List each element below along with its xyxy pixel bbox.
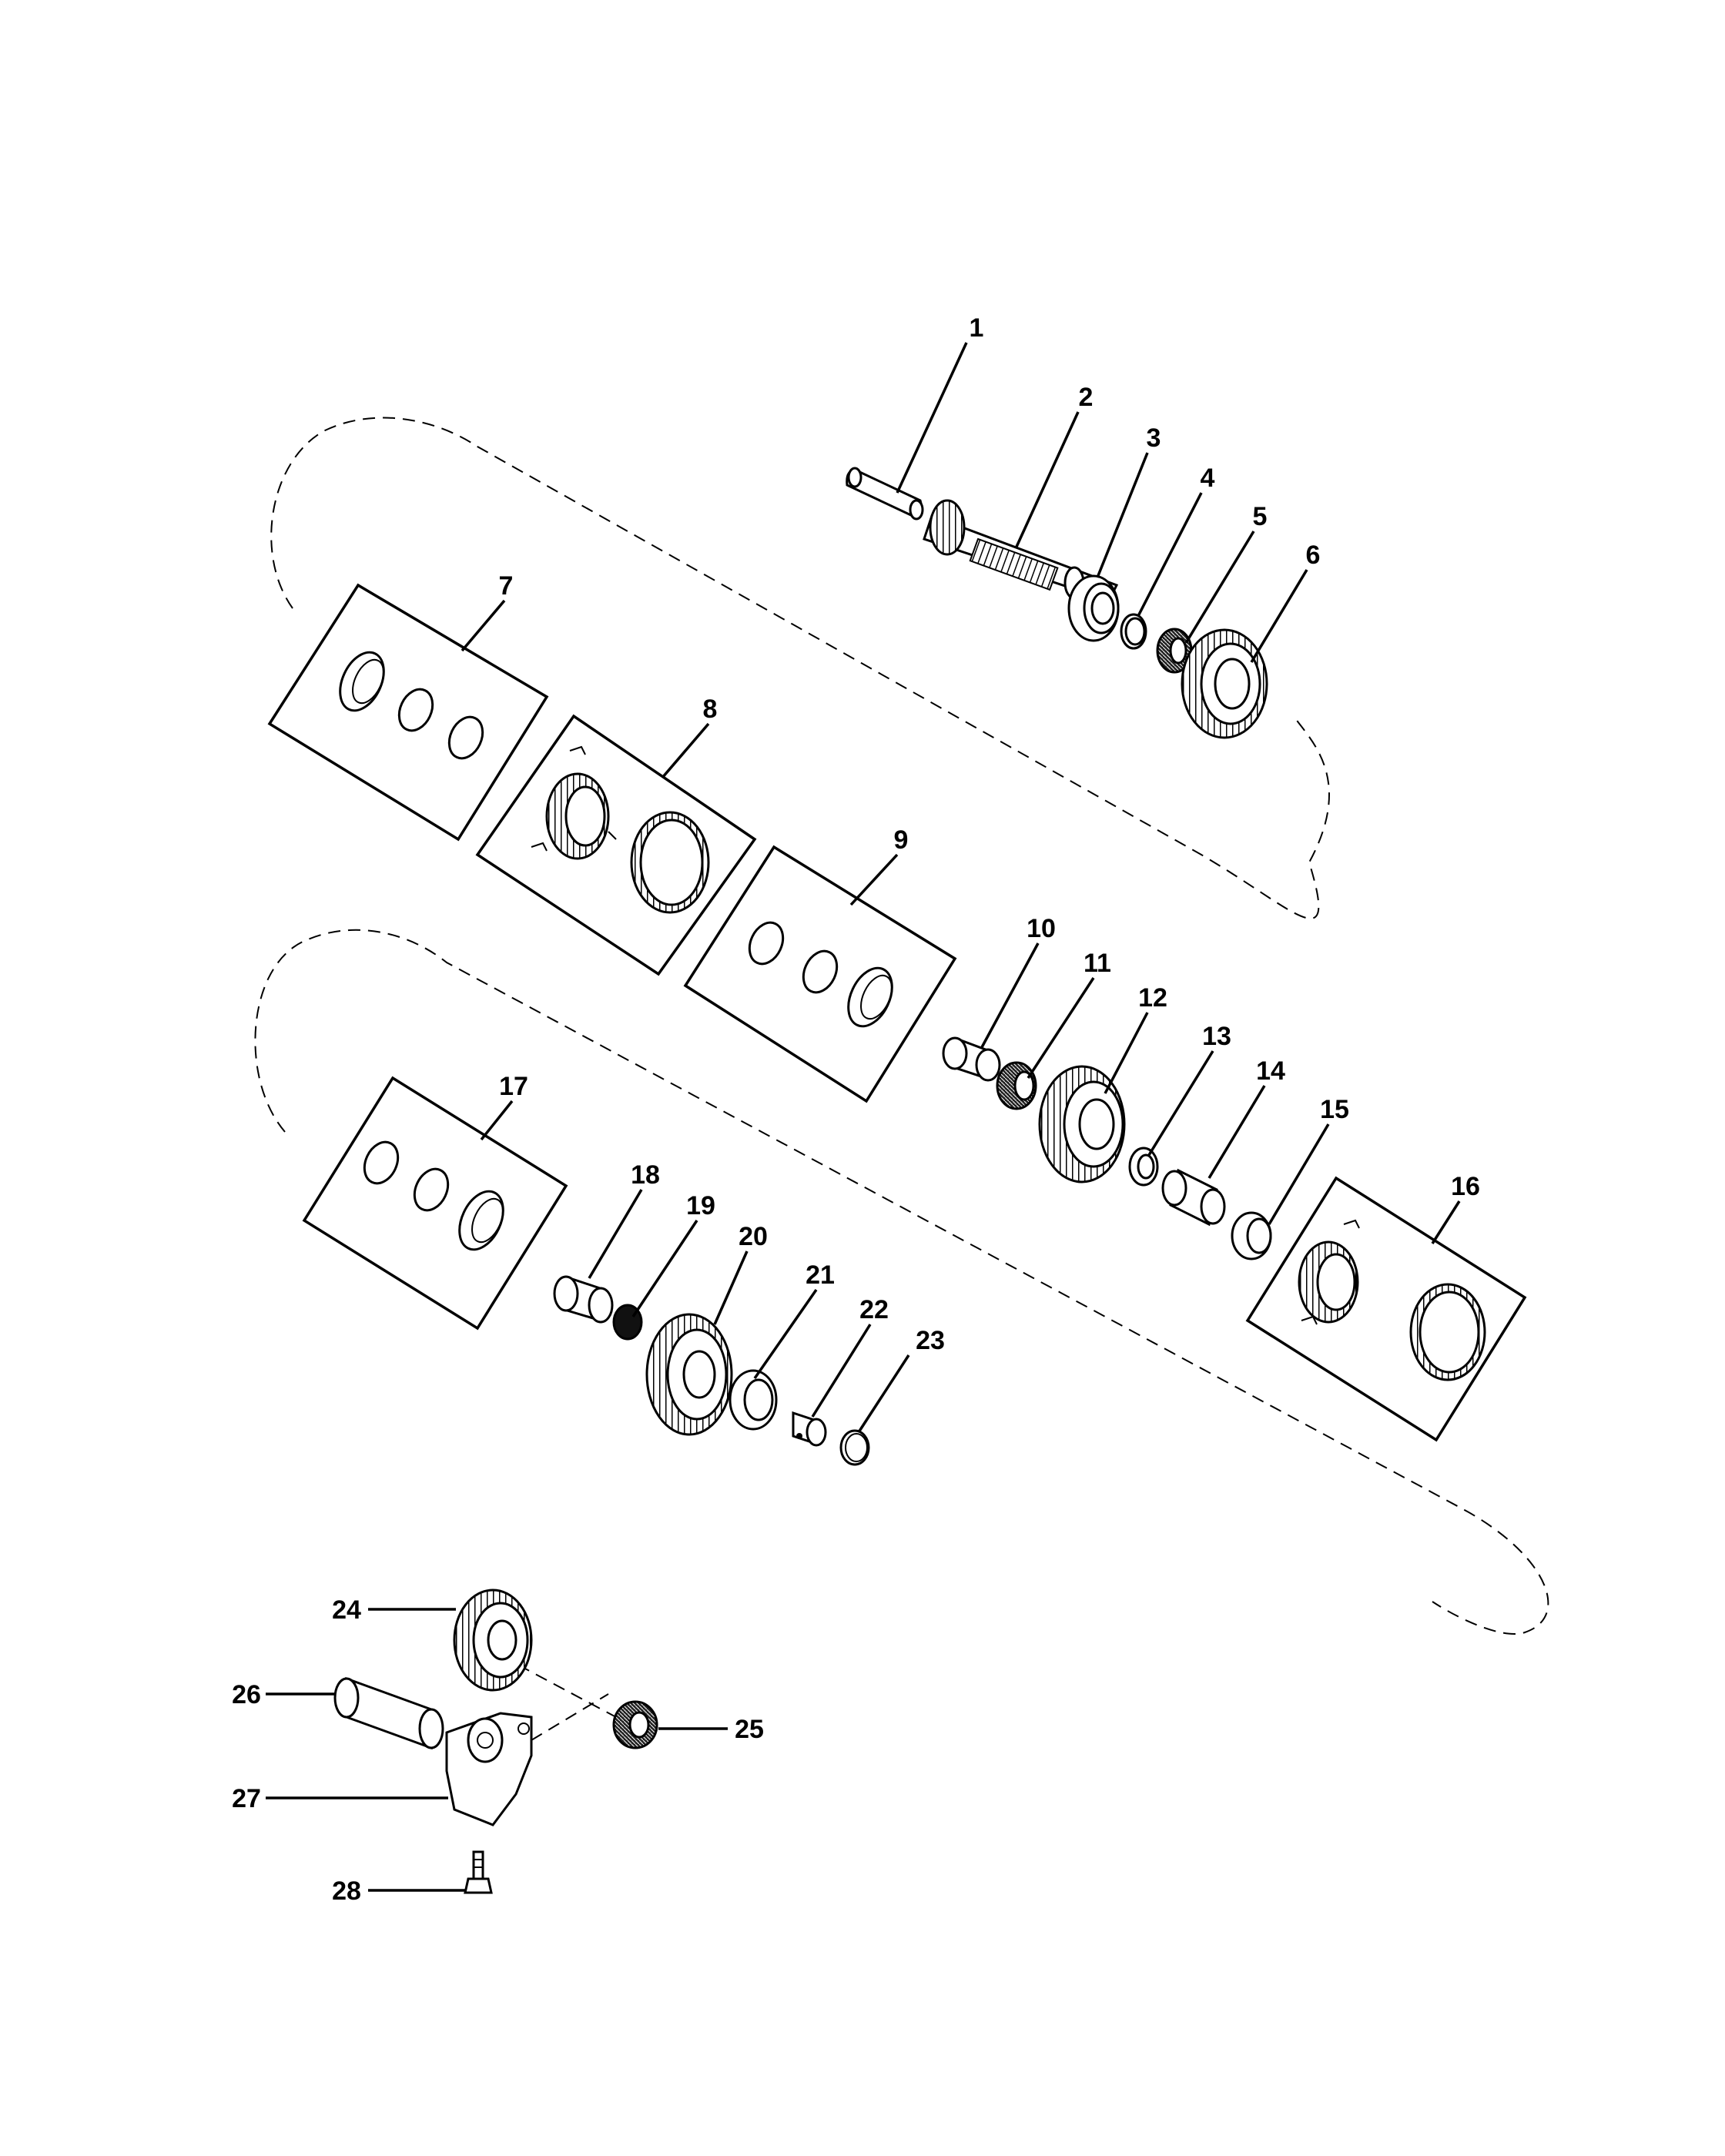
kit-box-9: [683, 845, 957, 1103]
callout-20: 20: [739, 1222, 768, 1251]
callout-13: 13: [1202, 1022, 1231, 1051]
callout-5: 5: [1253, 502, 1268, 531]
callout-1: 1: [970, 313, 984, 343]
kit-box-16: [1245, 1176, 1527, 1442]
kit-box-8: [475, 714, 757, 976]
callout-15: 15: [1320, 1095, 1349, 1124]
callout-7: 7: [499, 571, 514, 601]
callout-17: 17: [499, 1072, 528, 1101]
callout-4: 4: [1201, 464, 1215, 493]
callout-10: 10: [1027, 914, 1056, 943]
part-27-bracket: [445, 1712, 533, 1826]
part-23-o-ring: [839, 1429, 870, 1466]
part-2-shaft: [923, 499, 1119, 602]
part-24-gear: [453, 1589, 533, 1692]
kit-box-17: [302, 1076, 568, 1331]
part-28-bolt: [464, 1850, 493, 1894]
callout-26: 26: [232, 1680, 261, 1709]
callout-12: 12: [1138, 983, 1167, 1013]
part-11-needle-bearing: [996, 1061, 1037, 1110]
callout-6: 6: [1306, 541, 1321, 570]
part-12-gear: [1038, 1065, 1126, 1183]
part-18-sleeve: [553, 1275, 614, 1324]
callout-27: 27: [232, 1784, 261, 1813]
callout-3: 3: [1147, 424, 1161, 453]
callout-11: 11: [1084, 949, 1111, 978]
callout-24: 24: [332, 1595, 361, 1625]
callout-28: 28: [332, 1876, 361, 1906]
part-1-pin: [846, 467, 924, 521]
callout-8: 8: [703, 695, 718, 724]
part-15-sleeve: [1231, 1211, 1272, 1260]
callout-23: 23: [916, 1326, 945, 1355]
callout-labels: 1 2 3 4 5 6 7 8 9 10 11 12 13 14 15 16 1…: [232, 313, 1480, 1906]
part-25-needle-bearing: [612, 1700, 658, 1749]
part-10-sleeve: [942, 1036, 1001, 1082]
part-14-sleeve: [1161, 1168, 1226, 1227]
callout-14: 14: [1256, 1056, 1285, 1086]
part-6-gear: [1181, 628, 1268, 739]
dashed-group-upper: [270, 417, 1330, 919]
callout-9: 9: [894, 825, 909, 855]
part-20-gear: [645, 1313, 733, 1436]
kit-box-7: [267, 583, 549, 842]
part-4-snap-ring: [1120, 613, 1147, 650]
callout-21: 21: [806, 1260, 835, 1290]
part-21-bearing: [729, 1369, 778, 1431]
assembly-axis-line-2: [531, 1693, 609, 1741]
part-3-bearing: [1067, 574, 1120, 642]
callout-2: 2: [1079, 383, 1094, 412]
callout-19: 19: [686, 1191, 715, 1220]
callout-22: 22: [859, 1295, 889, 1324]
callout-16: 16: [1451, 1172, 1480, 1201]
part-22-plug: [792, 1411, 827, 1447]
part-26-shaft: [333, 1676, 444, 1750]
part-13-washer: [1128, 1147, 1159, 1187]
callout-18: 18: [631, 1160, 660, 1190]
callout-25: 25: [735, 1715, 764, 1744]
leader-lines: [266, 342, 1461, 1892]
